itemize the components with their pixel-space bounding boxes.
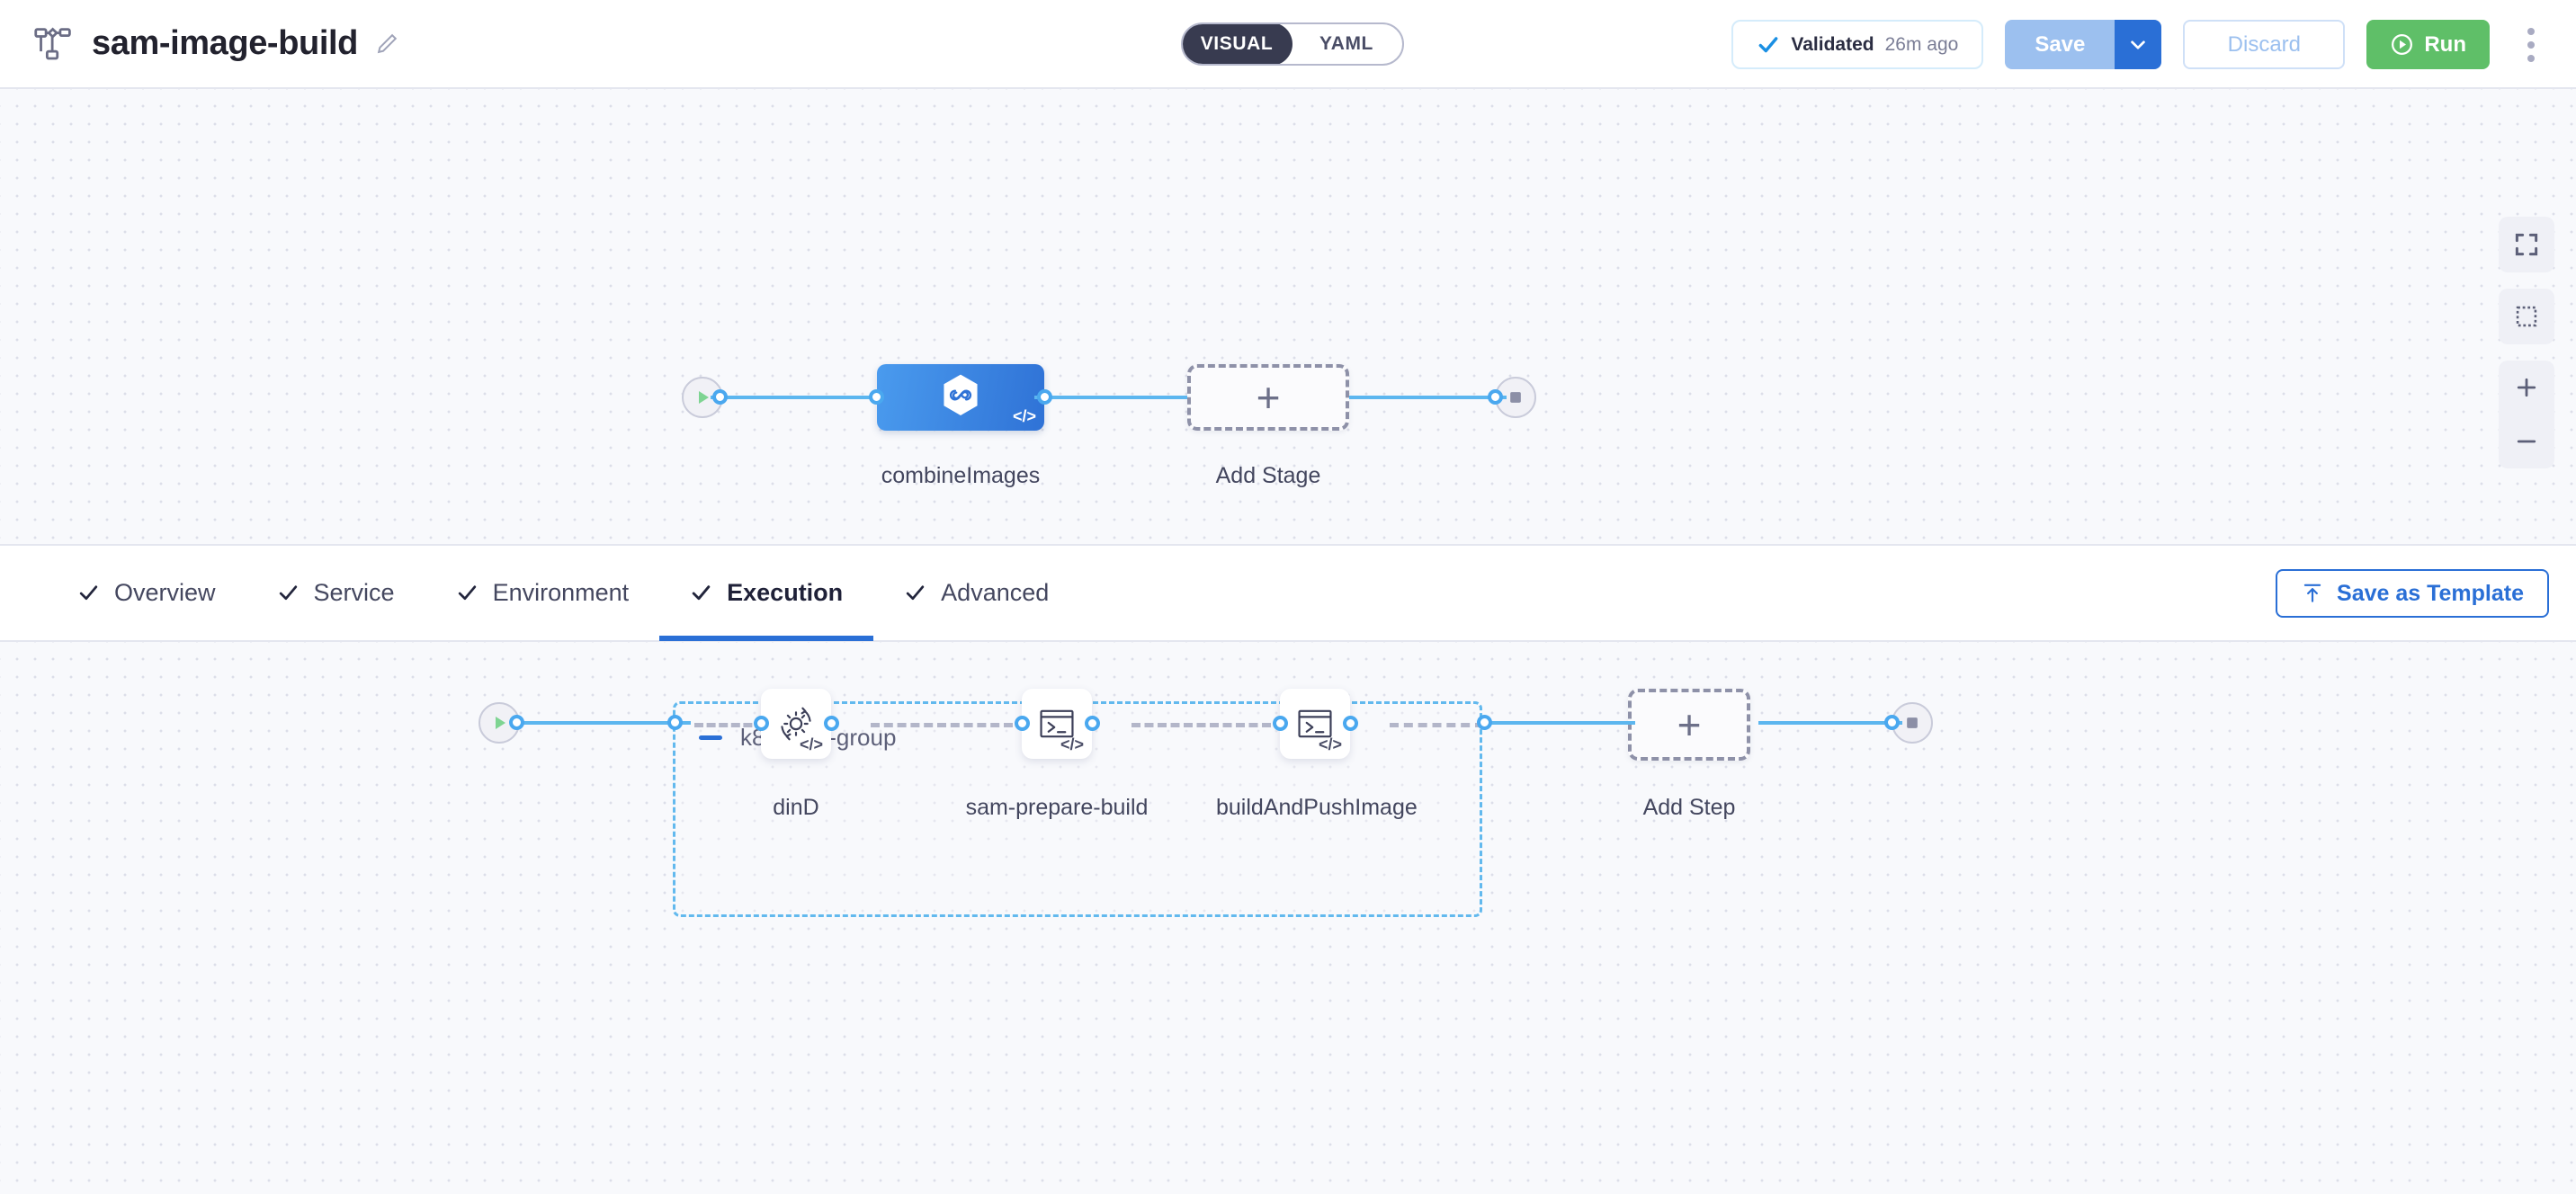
step-build-output-port[interactable] (1343, 716, 1358, 731)
tab-label: Overview (114, 579, 216, 606)
step-label-buildandpushimage: buildAndPushImage (1216, 795, 1418, 820)
step-dind-output-port[interactable] (824, 716, 839, 731)
minus-icon[interactable] (699, 735, 722, 740)
check-icon (77, 582, 100, 604)
add-step-label: Add Step (1642, 795, 1736, 820)
check-icon (904, 582, 926, 604)
check-icon (456, 582, 479, 604)
tab-service[interactable]: Service (246, 545, 425, 641)
step-node-dind[interactable]: </> (754, 689, 839, 759)
link-group-to-addstep (1487, 721, 1635, 725)
fit-to-screen-icon[interactable] (2499, 217, 2554, 272)
stage-end-node[interactable] (1488, 377, 1536, 418)
stage-output-port[interactable] (1037, 389, 1052, 405)
zoom-controls (2499, 361, 2554, 468)
save-as-template-button[interactable]: Save as Template (2276, 569, 2549, 618)
add-stage-label: Add Stage (1215, 463, 1321, 488)
select-area-icon[interactable] (2499, 289, 2554, 344)
pipeline-hierarchy-icon (34, 27, 72, 61)
step-prepare-input-port[interactable] (1015, 716, 1030, 731)
header-left: sam-image-build (0, 24, 399, 63)
play-circle-icon (2390, 32, 2414, 57)
check-icon (277, 582, 300, 604)
link-addstep-to-end (1758, 721, 1902, 725)
link-group-to-dind (694, 723, 765, 727)
stage-end-port[interactable] (1488, 389, 1503, 405)
add-stage-button[interactable]: + (1187, 364, 1349, 431)
step-label-dind: dinD (773, 795, 819, 820)
add-step-button[interactable]: + (1628, 689, 1750, 761)
save-button[interactable]: Save (2005, 20, 2115, 69)
step-dind-input-port[interactable] (754, 716, 769, 731)
link-prepare-to-build (1131, 723, 1271, 727)
tab-execution[interactable]: Execution (659, 545, 874, 641)
stage-start-node[interactable] (682, 377, 728, 418)
status-badge: Validated 26m ago (1731, 20, 1984, 69)
link-dind-to-prepare (871, 723, 1013, 727)
pencil-icon[interactable] (374, 31, 399, 57)
validated-label: Validated (1791, 33, 1874, 55)
discard-button[interactable]: Discard (2183, 20, 2346, 69)
tab-advanced[interactable]: Advanced (873, 545, 1079, 641)
step-build-input-port[interactable] (1273, 716, 1288, 731)
page-title: sam-image-build (92, 24, 358, 62)
kebab-menu-icon[interactable] (2511, 18, 2551, 72)
step-start-port[interactable] (509, 715, 524, 730)
tab-label: Advanced (941, 579, 1050, 606)
link-build-to-groupend (1390, 723, 1484, 727)
check-icon (1757, 33, 1780, 57)
tab-yaml[interactable]: YAML (1319, 33, 1373, 54)
group-input-port[interactable] (667, 715, 683, 730)
view-mode-toggle[interactable]: VISUAL YAML (1181, 22, 1404, 66)
app-header: sam-image-build VISUAL YAML Validated 26… (0, 0, 2576, 89)
stage-node-combineimages[interactable]: </> (869, 364, 1052, 431)
link-addstage-to-end (1349, 396, 1507, 399)
stage-canvas[interactable]: </> combineImages + Add Stage (0, 89, 2576, 546)
validated-time: 26m ago (1884, 33, 1959, 55)
minus-icon[interactable] (2499, 414, 2554, 468)
tab-label: Service (313, 579, 395, 606)
template-upload-icon (2301, 582, 2324, 605)
step-code-badge: </> (1318, 735, 1342, 753)
stage-code-badge: </> (1012, 407, 1036, 425)
save-as-template-label: Save as Template (2337, 580, 2524, 606)
tab-overview[interactable]: Overview (47, 545, 246, 641)
step-end-node[interactable] (1884, 702, 1933, 744)
check-icon (690, 582, 712, 604)
step-label-sam-prepare-build: sam-prepare-build (965, 795, 1149, 820)
stage-input-port[interactable] (869, 389, 884, 405)
group-output-port[interactable] (1477, 715, 1492, 730)
link-start-to-stage (711, 396, 880, 399)
run-button[interactable]: Run (2366, 20, 2490, 69)
tab-environment[interactable]: Environment (425, 545, 660, 641)
tab-label: Execution (727, 579, 844, 606)
step-start-node[interactable] (479, 702, 524, 744)
step-end-port[interactable] (1884, 715, 1900, 730)
step-node-sam-prepare-build[interactable]: </> (1015, 689, 1100, 759)
stage-tabbar: Overview Service Environment Execution (0, 546, 2576, 642)
run-button-label: Run (2424, 31, 2466, 57)
stage-label-combineimages: combineImages (881, 463, 1041, 488)
stage-start-port[interactable] (712, 389, 728, 405)
header-actions: Validated 26m ago Save Discard (1731, 0, 2551, 89)
step-code-badge: </> (1060, 735, 1084, 753)
canvas-controls (2499, 217, 2554, 468)
tab-list: Overview Service Environment Execution (0, 545, 1079, 641)
execution-canvas[interactable]: Execution Rollback (0, 642, 2576, 1194)
tab-visual[interactable]: VISUAL (1183, 24, 1292, 64)
save-button-group[interactable]: Save (2005, 20, 2162, 69)
save-dropdown-button[interactable] (2115, 20, 2162, 69)
step-node-buildandpushimage[interactable]: </> (1273, 689, 1358, 759)
step-code-badge: </> (799, 735, 823, 753)
link-stage-to-addstage (1034, 396, 1187, 399)
tab-label: Environment (492, 579, 630, 606)
step-prepare-output-port[interactable] (1085, 716, 1100, 731)
plus-icon[interactable] (2499, 361, 2554, 414)
link-start-to-group (522, 721, 691, 725)
harness-cd-hexagon-icon (941, 374, 980, 422)
